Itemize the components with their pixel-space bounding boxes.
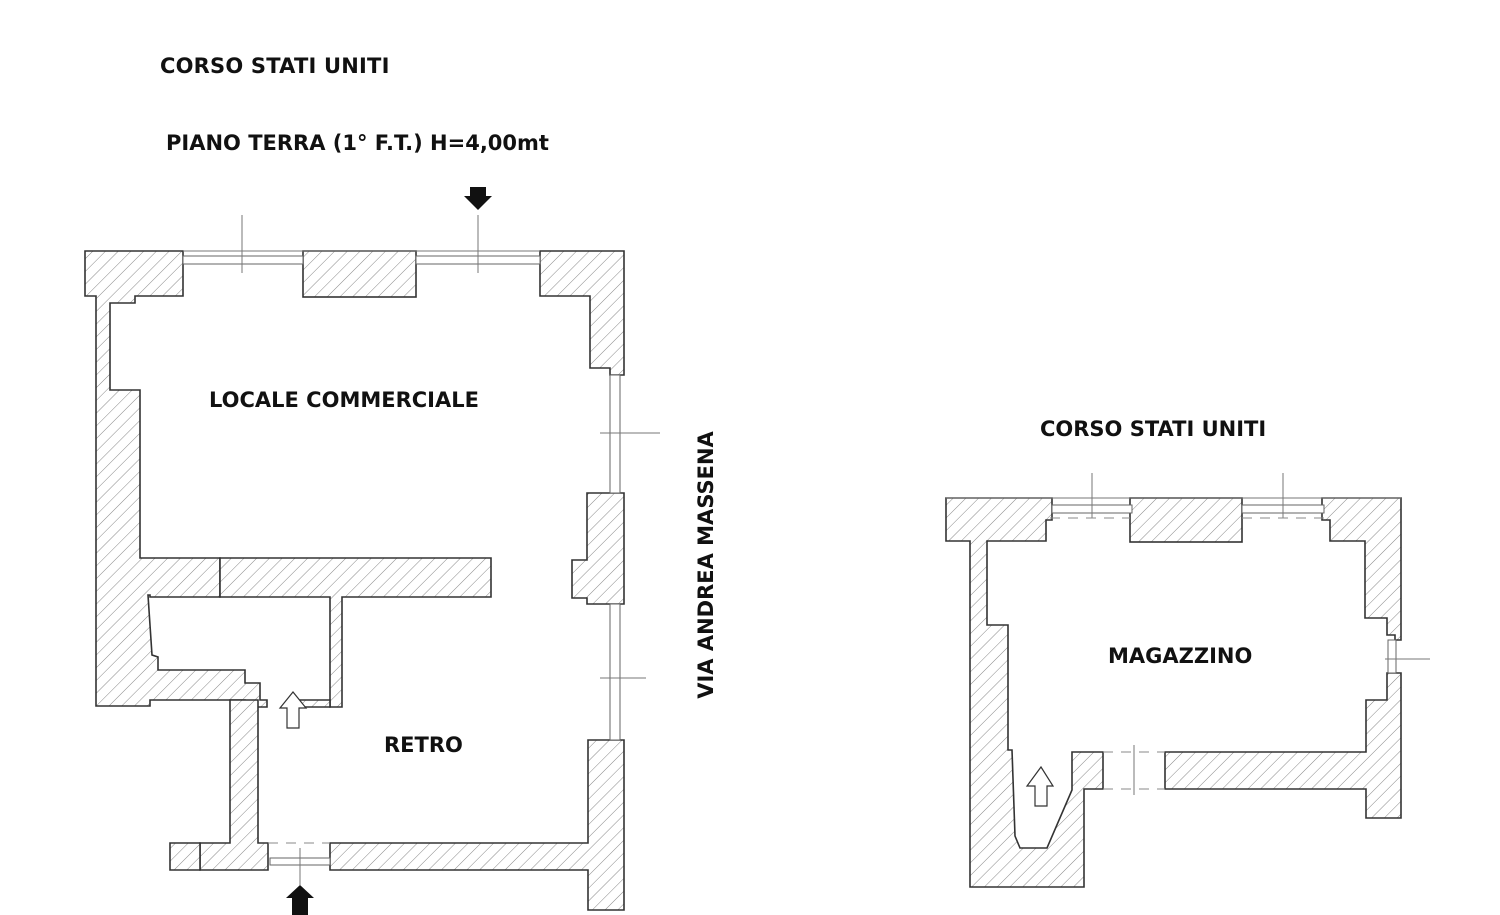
wall-bottom-left [169, 842, 201, 871]
room-label-retro: RETRO [384, 733, 463, 757]
wall-top-right [539, 250, 625, 376]
wall-right-plan-pier [1129, 497, 1243, 543]
wall-right-pier [571, 492, 625, 605]
window-top-1 [182, 255, 304, 265]
street-label-top: CORSO STATI UNITI [160, 54, 390, 78]
wall-partition [219, 557, 492, 708]
room-label-magazzino: MAGAZZINO [1108, 644, 1253, 668]
passage-arrow-magazzino-icon [1025, 765, 1055, 807]
window-right-2 [609, 603, 621, 741]
street-label-side: VIA ANDREA MASSENA [694, 431, 718, 699]
street-label-right-plan: CORSO STATI UNITI [1040, 417, 1267, 441]
room-label-locale-commerciale: LOCALE COMMERCIALE [209, 388, 479, 412]
wall-right-plan-top-right [1321, 497, 1402, 641]
floor-level-label: PIANO TERRA (1° F.T.) H=4,00mt [166, 131, 549, 155]
wall-top-left [84, 250, 268, 708]
right-plan [945, 473, 1430, 888]
left-plan [84, 187, 660, 915]
wall-right-plan-top-left [945, 497, 1104, 888]
passage-arrow-retro-icon [278, 691, 308, 729]
entrance-arrow-top-icon [464, 187, 492, 210]
entrance-arrow-bottom-icon [286, 885, 314, 915]
wall-right-plan-right-lower [1164, 672, 1402, 819]
wall-bottom [329, 739, 625, 911]
window-magazzino-side [1387, 639, 1397, 674]
wall-retro-left [199, 699, 269, 871]
window-right-1 [609, 374, 621, 494]
wall-top-pier [302, 250, 417, 298]
